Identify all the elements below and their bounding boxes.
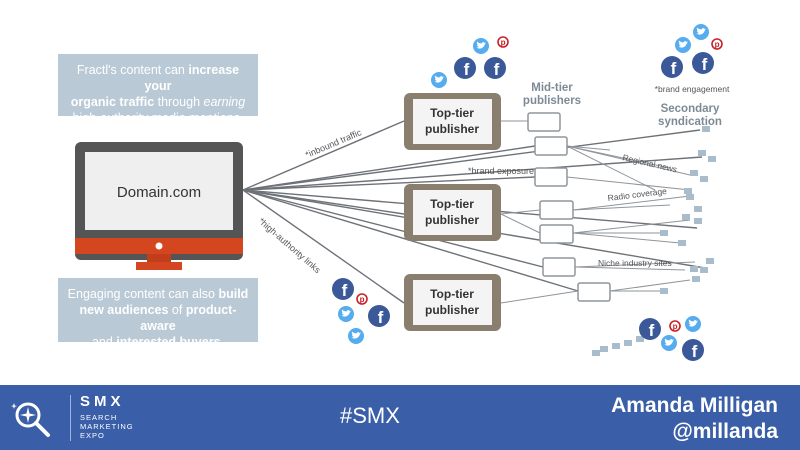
- inbound-traffic-label: *inbound traffic: [304, 127, 363, 160]
- syndication-lines: [500, 120, 696, 304]
- twitter-icon: [338, 306, 354, 322]
- publisher-tablet: Top-tier publisher: [404, 274, 501, 331]
- speaker-name: Amanda Milligan: [611, 394, 778, 417]
- top-callout: Fractl's content can increase your organ…: [58, 54, 258, 125]
- twitter-icon: [675, 37, 691, 53]
- social-cluster-bottom-right: [639, 316, 704, 361]
- secondary-heading: Secondary: [661, 103, 720, 115]
- speaker-handle: @millanda: [672, 420, 778, 443]
- callout-text: through: [154, 95, 204, 109]
- footer-bar: SMX SEARCH MARKETING EXPO #SMX Amanda Mi…: [0, 385, 800, 450]
- radio-coverage-label: Radio coverage: [607, 186, 668, 203]
- publisher-tablet: Top-tier publisher: [404, 184, 501, 241]
- domain-monitor: Domain.com: [75, 142, 243, 270]
- callout-text-bold: new audiences: [79, 303, 169, 317]
- publisher-label-line1: Top-tier: [430, 287, 474, 301]
- bottom-callout: Engaging content can also build new audi…: [58, 278, 258, 349]
- slide: Fractl's content can increase your organ…: [58, 24, 730, 361]
- smx-divider: [70, 395, 71, 441]
- callout-text: and: [91, 335, 117, 349]
- twitter-icon: [685, 316, 701, 332]
- mid-tier-heading: Mid-tier: [531, 82, 573, 94]
- twitter-icon: [661, 335, 677, 351]
- speaker-info: Amanda Milligan @millanda: [611, 393, 778, 445]
- facebook-icon: [484, 57, 506, 79]
- regional-news-label: Regional news: [622, 152, 679, 174]
- twitter-icon: [473, 38, 489, 54]
- domain-label: Domain.com: [117, 184, 201, 201]
- callout-text: of: [168, 303, 186, 317]
- callout-text-bold: interested buyers: [116, 335, 221, 349]
- callout-text: Engaging content can also: [67, 287, 219, 301]
- callout-text: Fractl's content can: [76, 63, 189, 77]
- facebook-icon: [454, 57, 476, 79]
- publisher-label-line2: publisher: [425, 122, 479, 136]
- social-cluster-brand-engagement: [661, 24, 723, 78]
- smx-subtitle-line: EXPO: [80, 431, 105, 440]
- publisher-label-line2: publisher: [425, 213, 479, 227]
- secondary-heading: syndication: [658, 116, 722, 128]
- facebook-icon: [682, 339, 704, 361]
- twitter-icon: [348, 328, 364, 344]
- smx-subtitle-line: SEARCH: [80, 413, 118, 422]
- publisher-label-line2: publisher: [425, 303, 479, 317]
- callout-text: high-authority media mentions.: [72, 111, 244, 125]
- facebook-icon: [692, 52, 714, 74]
- publisher-label-line1: Top-tier: [430, 106, 474, 120]
- niche-industry-sites-label: Niche industry sites: [598, 258, 672, 268]
- smx-subtitle: SEARCH MARKETING EXPO: [80, 413, 160, 440]
- smx-magnifier-icon: [11, 402, 50, 437]
- brand-exposure-label: *brand exposure: [468, 166, 534, 176]
- twitter-icon: [693, 24, 709, 40]
- callout-text-bold: organic traffic: [70, 95, 155, 109]
- hashtag: #SMX: [340, 403, 400, 428]
- publisher-label-line1: Top-tier: [430, 197, 474, 211]
- brand-engagement-label: *brand engagement: [655, 84, 730, 94]
- callout-text-italic: earning: [203, 95, 246, 109]
- high-authority-links-label: *high-authority links: [257, 216, 323, 275]
- smx-subtitle-line: MARKETING: [80, 422, 134, 431]
- callout-text-bold: increase your: [144, 63, 240, 93]
- callout-text-bold: product-aware: [140, 303, 237, 333]
- facebook-icon: [332, 278, 354, 300]
- facebook-icon: [368, 305, 390, 327]
- pinterest-icon: [669, 320, 681, 332]
- pinterest-icon: [497, 36, 509, 48]
- pinterest-icon: [711, 38, 723, 50]
- facebook-icon: [661, 56, 683, 78]
- mid-tier-heading: publishers: [523, 95, 581, 107]
- social-cluster-top: [431, 36, 509, 88]
- twitter-icon: [431, 72, 447, 88]
- callout-text-bold: build: [218, 287, 249, 301]
- secondary-squares: [592, 126, 716, 356]
- callout-text: .: [220, 335, 225, 349]
- syndication-diagram: f p: [75, 24, 730, 361]
- facebook-icon: [639, 318, 661, 340]
- smx-title: SMX: [80, 393, 125, 410]
- pinterest-icon: [356, 293, 368, 305]
- publisher-tablet: Top-tier publisher: [404, 93, 501, 150]
- mid-tier-boxes: [527, 112, 611, 302]
